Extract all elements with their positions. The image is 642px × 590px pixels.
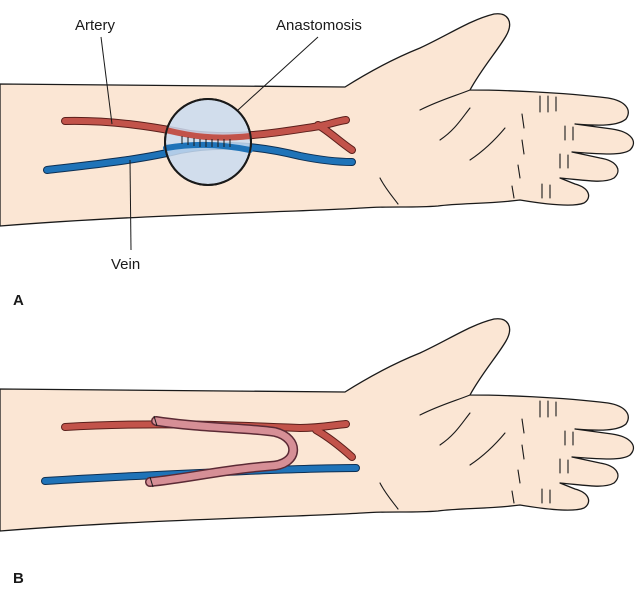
vein-label: Vein [111,256,140,273]
panel-b-label: B [13,570,24,587]
panel-a: Artery Anastomosis Vein A [0,14,633,309]
panel-a-label: A [13,292,24,309]
anastomosis-magnifier [165,99,251,185]
anastomosis-label: Anastomosis [276,17,362,34]
panel-b: B [0,319,633,587]
artery-label: Artery [75,17,116,34]
